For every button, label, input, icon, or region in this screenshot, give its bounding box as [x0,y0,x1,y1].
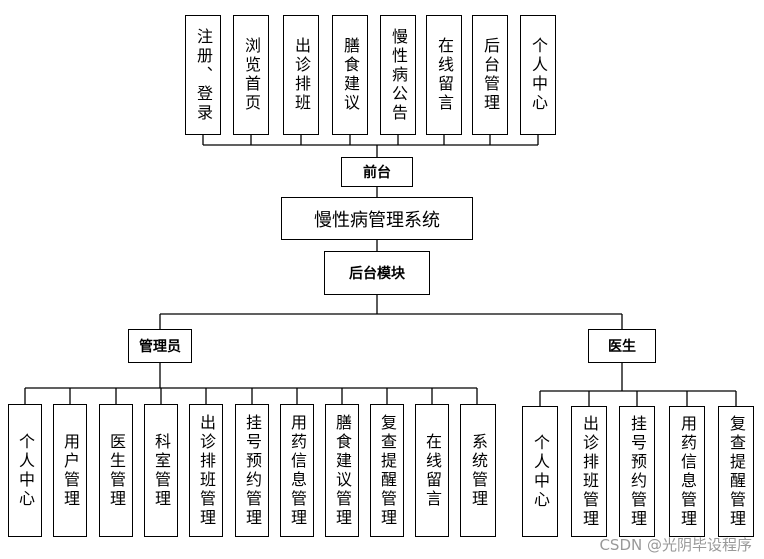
admin-item: 用药信息管理 [280,404,314,537]
frontend-node: 前台 [341,157,413,187]
doctor-item: 用药信息管理 [669,406,705,537]
admin-item: 科室管理 [144,404,178,537]
admin-item-label: 用户管理 [61,432,80,509]
admin-node-label: 管理员 [139,339,181,355]
frontend-item-label: 注册、登录 [194,27,213,123]
admin-node: 管理员 [128,329,192,363]
admin-item: 系统管理 [460,404,496,537]
admin-item-label: 挂号预约管理 [243,413,262,528]
frontend-item-label: 后台管理 [481,37,500,113]
admin-item: 膳食建议管理 [325,404,359,537]
admin-item: 在线留言 [415,404,449,537]
doctor-item: 复查提醒管理 [718,406,754,537]
admin-item-label: 出诊排班管理 [197,413,216,528]
doctor-item-label: 个人中心 [531,433,550,510]
frontend-item-label: 慢性病公告 [389,27,408,123]
admin-item-label: 复查提醒管理 [378,413,397,528]
frontend-node-label: 前台 [363,165,391,181]
doctor-item-label: 复查提醒管理 [727,414,746,529]
admin-item-label: 用药信息管理 [288,413,307,528]
backend-node-label: 后台模块 [349,266,405,282]
admin-item-label: 科室管理 [152,432,171,509]
admin-item-label: 个人中心 [16,432,35,509]
system-title: 慢性病管理系统 [314,209,440,231]
frontend-item: 膳食建议 [332,15,368,135]
doctor-item-label: 用药信息管理 [678,414,697,529]
doctor-item: 个人中心 [522,406,558,537]
system-node: 慢性病管理系统 [281,197,473,240]
frontend-item-label: 在线留言 [435,37,454,113]
frontend-item: 注册、登录 [185,15,221,135]
doctor-item: 挂号预约管理 [619,406,655,537]
admin-item: 挂号预约管理 [235,404,269,537]
doctor-item: 出诊排班管理 [571,406,607,537]
frontend-item: 后台管理 [472,15,508,135]
frontend-item-label: 浏览首页 [242,37,261,113]
admin-item: 复查提醒管理 [370,404,404,537]
frontend-item: 在线留言 [426,15,462,135]
frontend-item-label: 个人中心 [529,37,548,113]
doctor-node-label: 医生 [608,339,636,355]
doctor-item-label: 出诊排班管理 [580,414,599,529]
frontend-item: 出诊排班 [283,15,319,135]
admin-item: 个人中心 [8,404,42,537]
admin-item-label: 系统管理 [469,432,488,509]
admin-item: 出诊排班管理 [189,404,223,537]
doctor-item-label: 挂号预约管理 [628,414,647,529]
admin-item-label: 膳食建议管理 [333,413,352,528]
frontend-item: 慢性病公告 [380,15,416,135]
admin-item-label: 在线留言 [423,432,442,509]
frontend-item-label: 出诊排班 [292,37,311,113]
admin-item: 医生管理 [99,404,133,537]
frontend-item: 浏览首页 [233,15,269,135]
admin-item: 用户管理 [53,404,87,537]
watermark: CSDN @光阴毕设程序 [599,536,752,554]
frontend-item-label: 膳食建议 [341,37,360,113]
doctor-node: 医生 [588,329,656,363]
frontend-item: 个人中心 [520,15,556,135]
backend-node: 后台模块 [324,251,430,295]
admin-item-label: 医生管理 [107,432,126,509]
